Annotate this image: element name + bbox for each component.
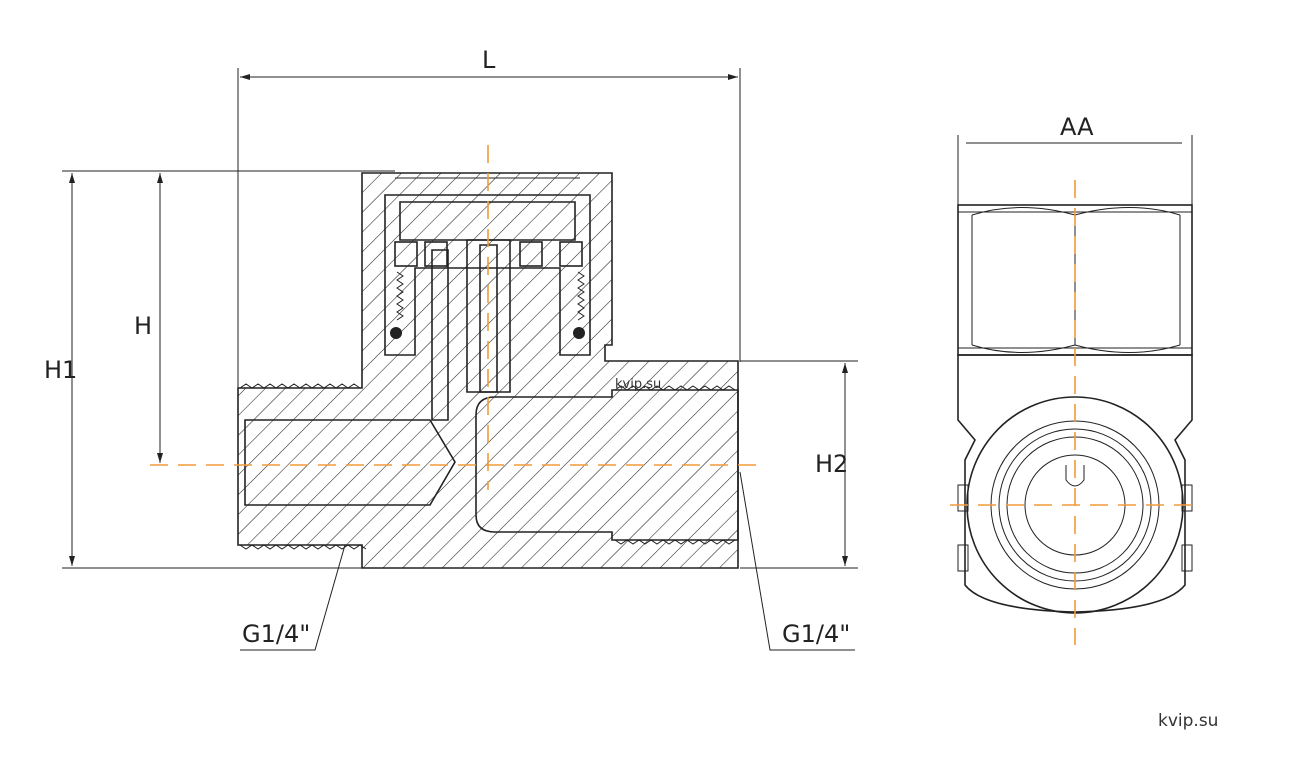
valve-stem (466, 239, 511, 393)
thread-right-top (614, 385, 736, 391)
section-view: kvip.su (150, 145, 760, 569)
inline-watermark: kvip.su (615, 377, 661, 392)
label-height: H (134, 312, 152, 340)
side-tab-left-top (957, 484, 969, 512)
thread-right-bottom (614, 539, 736, 545)
label-across-flats: AA (1060, 113, 1094, 141)
left-bore (244, 419, 456, 506)
thread-left-bottom (239, 544, 367, 550)
label-thread-left: G1/4" (242, 620, 310, 648)
cap-cavity (384, 194, 591, 356)
spring-right (577, 271, 585, 321)
label-height-port: H2 (815, 450, 848, 478)
seat-block-mid-right (519, 241, 543, 267)
leader-thread-right (739, 471, 855, 651)
side-tab-right-bottom (1181, 544, 1193, 572)
stem-slot (1065, 465, 1085, 487)
label-thread-right: G1/4" (782, 620, 850, 648)
valve-plunger (399, 201, 576, 241)
o-ring-right (573, 327, 585, 339)
seat-block-left (394, 241, 418, 267)
right-bore (475, 389, 739, 541)
o-ring-left (390, 327, 402, 339)
dimensions-section-view: L H1 H H2 G1/4" G1/4" (44, 46, 858, 651)
side-tab-left-bottom (957, 544, 969, 572)
leader-thread-left (240, 544, 346, 651)
label-height-total: H1 (44, 356, 77, 384)
corner-watermark: kvip.su (1158, 711, 1219, 731)
side-tab-right-top (1181, 484, 1193, 512)
valve-stem-inner (479, 244, 498, 393)
spring-left (396, 271, 404, 321)
thread-left-top (239, 383, 361, 389)
end-view: AA (950, 113, 1200, 645)
label-length: L (482, 46, 496, 74)
left-passage (431, 249, 449, 421)
seat-block-mid-left (424, 241, 448, 267)
seat-block-right (559, 241, 583, 267)
